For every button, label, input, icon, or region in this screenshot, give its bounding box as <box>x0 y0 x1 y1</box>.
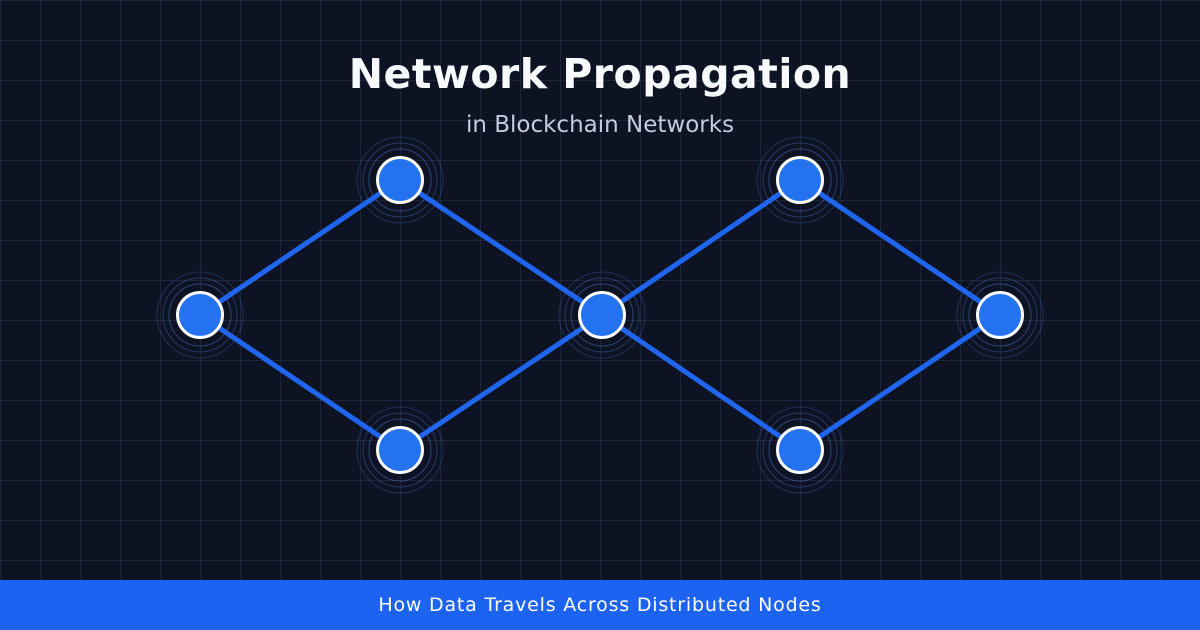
node-ripple-ring <box>768 418 832 482</box>
node-ripple-ring <box>768 148 832 212</box>
network-edge <box>198 312 402 453</box>
node-ripple-ring <box>362 142 438 218</box>
banner-caption: How Data Travels Across Distributed Node… <box>378 594 822 616</box>
network-node <box>376 426 424 474</box>
network-edge <box>398 312 604 453</box>
node-ripple-ring <box>756 136 844 224</box>
node-ripple-ring <box>168 283 232 347</box>
node-ripple-ring <box>570 283 634 347</box>
network-edge <box>798 312 1002 453</box>
node-ripple-ring <box>564 277 640 353</box>
network-node <box>176 291 224 339</box>
node-ripple-ring <box>368 148 432 212</box>
node-ripple-ring <box>156 271 244 359</box>
network-edge <box>198 177 402 318</box>
header: Network Propagation in Blockchain Networ… <box>0 0 1200 138</box>
network-edge <box>798 177 1002 318</box>
node-ripple-ring <box>756 406 844 494</box>
page-subtitle: in Blockchain Networks <box>465 112 735 138</box>
network-node <box>776 426 824 474</box>
node-ripple-ring <box>762 142 838 218</box>
page-title: Network Propagation <box>348 50 852 98</box>
node-ripple-ring <box>356 406 444 494</box>
network-node <box>776 156 824 204</box>
network-node <box>578 291 626 339</box>
node-ripple-ring <box>956 271 1044 359</box>
footer-banner: How Data Travels Across Distributed Node… <box>0 580 1200 630</box>
network-node <box>376 156 424 204</box>
network-edge <box>398 177 604 318</box>
node-ripple-ring <box>162 277 238 353</box>
node-ripple-ring <box>762 412 838 488</box>
node-ripple-ring <box>368 418 432 482</box>
network-edge <box>600 177 802 318</box>
node-ripple-ring <box>968 283 1032 347</box>
network-edge <box>600 312 802 453</box>
network-node <box>976 291 1024 339</box>
node-ripple-ring <box>962 277 1038 353</box>
node-ripple-ring <box>356 136 444 224</box>
node-ripple-ring <box>558 271 646 359</box>
node-ripple-ring <box>362 412 438 488</box>
